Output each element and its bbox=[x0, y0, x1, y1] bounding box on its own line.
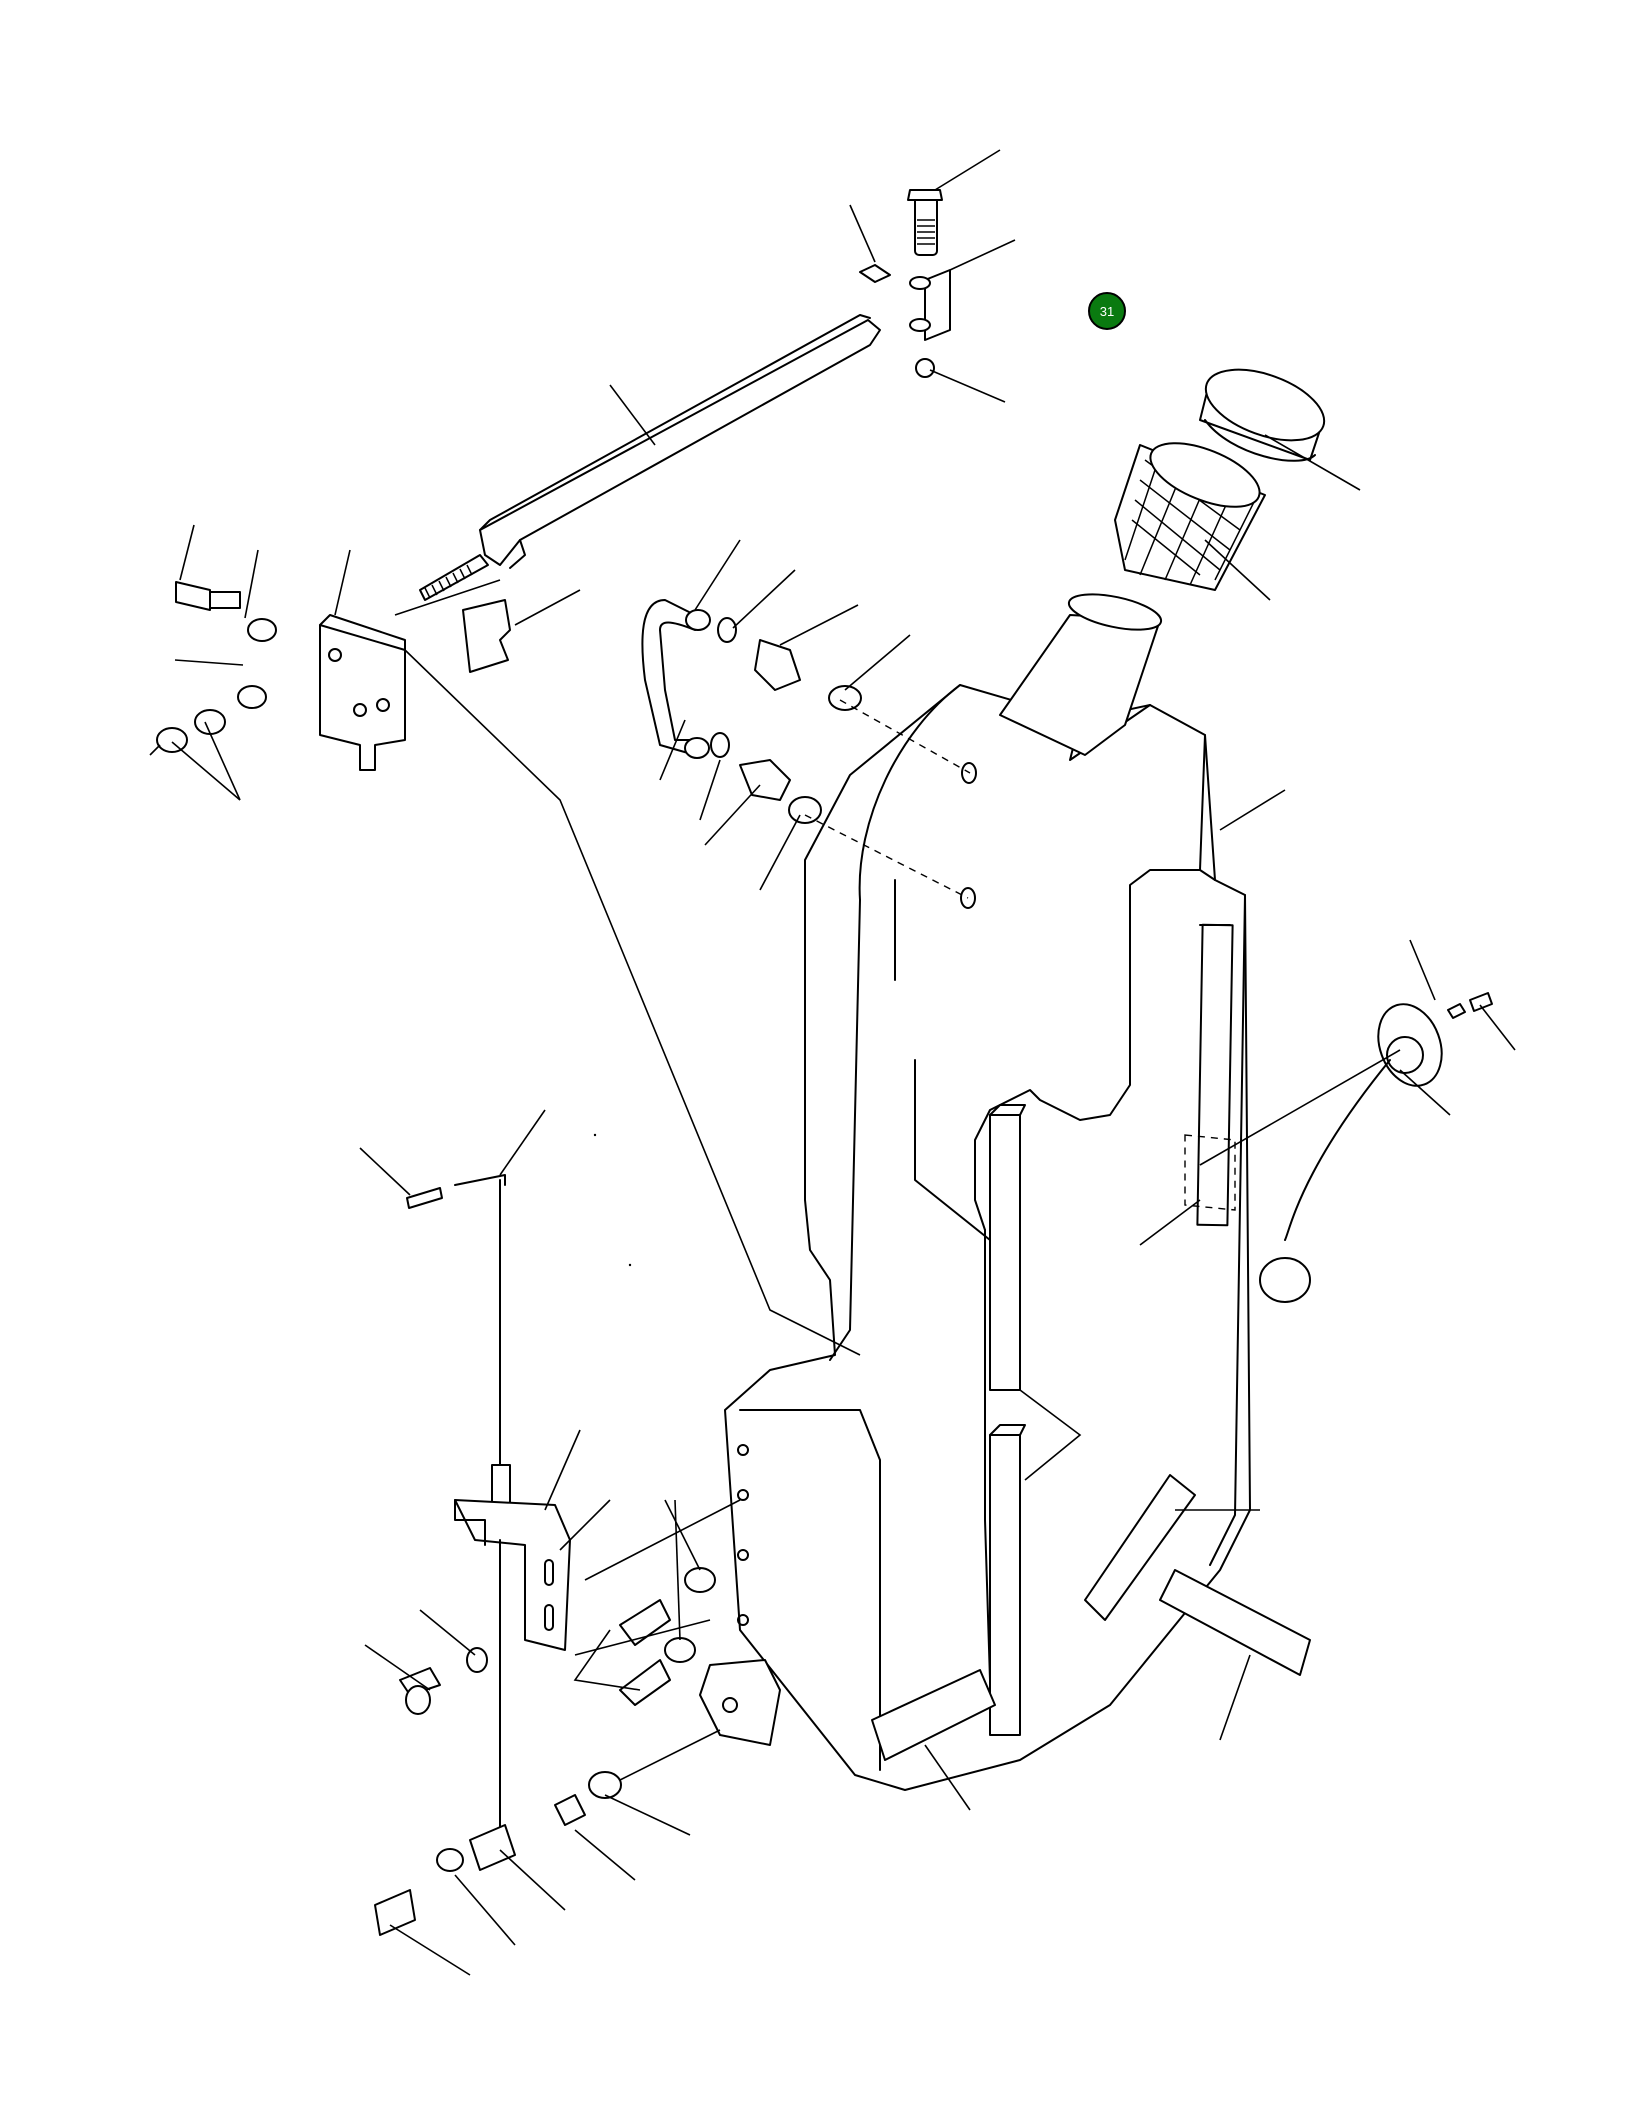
callout-label[interactable]: 31 bbox=[1100, 304, 1114, 319]
lower-bracket bbox=[454, 1499, 571, 1861]
hose-assembly bbox=[641, 599, 862, 824]
hydraulic-tank bbox=[699, 593, 1251, 1791]
leader-lines bbox=[149, 149, 1516, 1976]
breather-cap bbox=[1259, 992, 1493, 1303]
stray-mark bbox=[593, 1133, 597, 1137]
left-mounting-bracket bbox=[156, 581, 406, 771]
upper-bracket bbox=[859, 189, 951, 378]
control-rod bbox=[406, 1174, 511, 1506]
tank-strap bbox=[419, 314, 881, 601]
filter-strainer bbox=[1114, 442, 1266, 591]
bottom-fittings bbox=[374, 1567, 716, 1936]
filler-cap bbox=[1199, 368, 1326, 462]
stray-mark bbox=[628, 1263, 632, 1267]
strap-pad bbox=[462, 599, 511, 673]
callout-badge-circle[interactable] bbox=[1088, 292, 1126, 330]
rubber-pad bbox=[1159, 1569, 1311, 1676]
callout-badge[interactable]: 31 bbox=[1088, 292, 1126, 330]
